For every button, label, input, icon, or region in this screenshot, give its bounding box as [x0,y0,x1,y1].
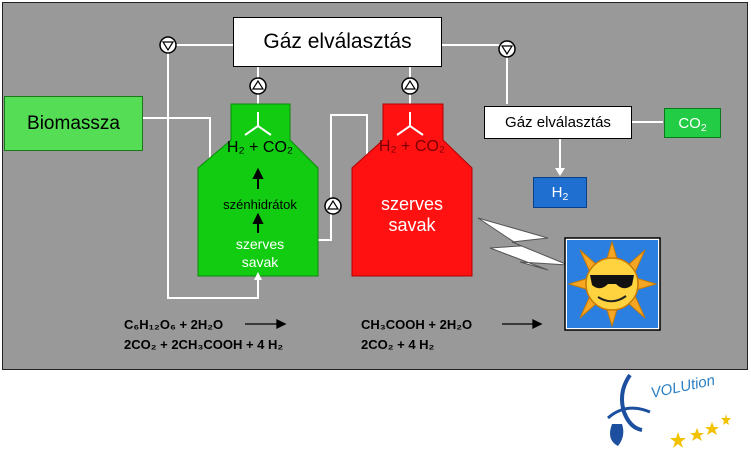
recycle-line-right [440,44,508,104]
green-reactor-carbs-label: szénhidrátok [223,197,297,212]
green-reactor-acids-line1: szerves [235,236,285,252]
arrow-icon [532,318,543,330]
red-reactor-gas-label: H₂ + CO₂ [378,138,446,155]
arrow-icon [252,167,264,179]
red-reactor [351,103,473,277]
recycle-line-left [167,44,259,299]
gas-separator-right-label: Gáz elválasztás [505,114,611,131]
green-reactor-acids-line2: savak [241,254,279,270]
hyvolution-logo-icon: VOLUtion [607,372,731,448]
svg-text:VOLUtion: VOLUtion [649,372,716,402]
red-reactor-acids-line1: szerves [380,194,443,214]
co2-label: CO2 [678,114,707,134]
gas-separator-top-label: Gáz elválasztás [263,30,412,53]
green-reactor-gas-label: H₂ + CO₂ [226,139,294,156]
light-beam-icon [477,217,569,271]
equation-right-line2: 2CO₂ + 4 H₂ [361,337,435,352]
co2-box: CO2 [664,108,721,138]
sun-with-sunglasses-icon [564,237,661,331]
green-reactor [197,103,319,277]
red-reactor-acids-line2: savak [388,215,436,235]
arrow-icon [252,212,264,224]
h2-label: H2 [551,184,569,203]
pump-icon [159,36,177,54]
h2-box: H2 [533,177,587,208]
equation-left-line1: C₆H₁₂O₆ + 2H₂O [124,317,224,332]
arrow-icon [276,318,287,330]
gas-separator-right: Gáz elválasztás [484,106,632,139]
pump-icon [401,77,419,95]
equation-left-line2: 2CO₂ + 2CH₃COOH + 4 H₂ [124,337,284,352]
pump-icon [498,40,516,58]
gas-separator-top: Gáz elválasztás [233,17,442,67]
equation-right-line1: CH₃COOH + 2H₂O [361,317,473,332]
pump-icon [324,197,342,215]
arrow-icon [555,168,565,176]
transfer-line [318,114,368,241]
pump-icon [249,77,267,95]
biomass-label: Biomassza [27,112,120,134]
arrow-icon [254,272,262,280]
biomass-box: Biomassza [4,96,143,151]
